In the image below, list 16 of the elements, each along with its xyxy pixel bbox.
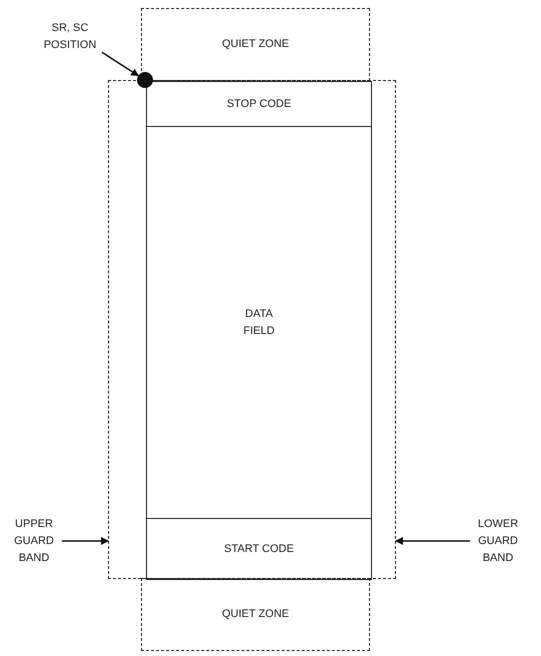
- position-dot: [137, 72, 153, 88]
- zone-box: [141, 578, 370, 651]
- arrow: [62, 537, 109, 545]
- zone-label: DATA FIELD: [242, 306, 276, 338]
- zone-box: [146, 126, 372, 519]
- zone-box: [146, 518, 372, 580]
- arrow: [102, 52, 140, 76]
- arrow: [395, 537, 470, 545]
- callout-label: LOWER GUARD BAND: [472, 515, 524, 567]
- zone-label: START CODE: [223, 542, 295, 556]
- guard-band-outline: [108, 80, 396, 579]
- zone-label: QUIET ZONE: [220, 607, 290, 622]
- callout-label: SR, SC POSITION: [40, 20, 100, 54]
- zone-label: QUIET ZONE: [220, 37, 290, 52]
- callout-label: UPPER GUARD BAND: [8, 515, 60, 567]
- zone-label: STOP CODE: [226, 96, 292, 112]
